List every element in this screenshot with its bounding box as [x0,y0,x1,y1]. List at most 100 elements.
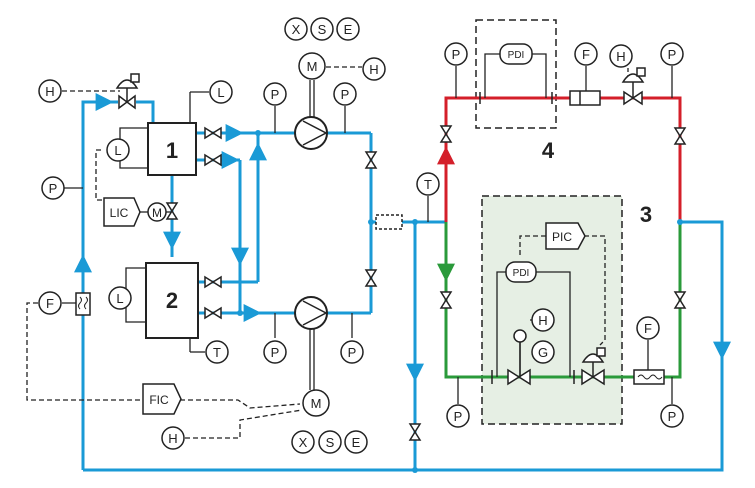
zone-4-label: 4 [542,138,555,163]
instr-p-red-left: P [444,42,468,66]
svg-text:P: P [341,87,350,102]
svg-text:L: L [114,143,121,158]
pdi-taps [479,92,575,384]
instr-p-pump2-right: P [340,340,364,364]
valve-green-left [439,291,453,309]
instr-f-left: F [38,291,62,315]
valve-actuators [115,67,646,377]
instr-s2: S [318,430,342,454]
instr-p-bottom-right: P [660,404,684,428]
valve-green-1 [507,368,531,386]
valve-v2-out1 [204,275,222,289]
instr-f-top: F [574,42,598,66]
svg-text:P: P [348,345,357,360]
instr-t-v2: T [205,340,229,364]
flow-element-red [569,90,601,106]
svg-text:F: F [644,321,652,336]
svg-text:P: P [668,409,677,424]
instr-s1: S [310,17,334,41]
instr-p-bottom-left: P [446,404,470,428]
green-valve-positioner [513,329,527,343]
instr-t-center: T [416,172,440,196]
svg-text:L: L [217,85,224,100]
signal-lines [26,53,673,439]
instr-l-v1-top: L [209,80,233,104]
svg-text:P: P [454,409,463,424]
svg-text:T: T [424,177,432,192]
svg-text:P: P [271,87,280,102]
svg-text:X: X [299,435,308,450]
instr-h-bottom: H [161,426,185,450]
svg-text:H: H [538,313,547,328]
valve-v2-out2 [204,306,222,320]
instr-x2: X [291,430,315,454]
instr-h-top-left: H [38,79,62,103]
instr-x1: X [284,17,308,41]
zone-3-label: 3 [640,202,652,227]
valve-pump2-right [364,269,378,287]
valve-v1-out2 [204,153,222,167]
instr-g-green: G [531,340,555,364]
instr-f-green: F [636,316,660,340]
pic-controller: PIC [545,222,586,250]
svg-text:PDI: PDI [513,268,530,279]
valve-lic [165,202,179,220]
svg-text:T: T [213,345,221,360]
valve-center-down [408,423,422,441]
instr-motor2: M [302,389,330,417]
svg-text:P: P [271,345,280,360]
vessel-2-label: 2 [166,288,178,313]
svg-text:E: E [344,22,353,37]
red-piping [437,96,682,222]
svg-text:P: P [49,181,58,196]
instr-e1: E [336,17,360,41]
svg-text:S: S [318,22,327,37]
svg-text:H: H [168,431,177,446]
vessel-1: 1 [147,122,197,176]
pump-2 [294,296,328,330]
vessel-2: 2 [145,262,199,339]
svg-text:S: S [326,435,335,450]
instr-p-pump1-right: P [333,82,357,106]
svg-text:F: F [582,47,590,62]
instr-e2: E [344,430,368,454]
svg-text:M: M [311,396,322,411]
instr-h-top-right: H [609,44,633,68]
instr-p-left: P [41,176,65,200]
valve-v1-out1 [204,126,222,140]
vessel-1-label: 1 [166,138,178,163]
lic-controller: LIC [103,197,141,227]
pdi-green-instrument: PDI [505,261,537,283]
zone-4-box [475,19,557,129]
svg-text:PIC: PIC [552,230,572,244]
svg-text:F: F [46,296,54,311]
valve-red-right [673,127,687,145]
fic-controller: FIC [142,383,182,415]
svg-text:P: P [668,47,677,62]
valve-pump1-right [364,151,378,169]
svg-text:L: L [116,291,123,306]
flow-element-green [633,369,665,385]
svg-text:G: G [538,345,548,360]
svg-text:H: H [369,62,378,77]
valve-green-right [673,291,687,309]
svg-text:X: X [292,22,301,37]
blue-arrows [74,93,731,382]
pdi-top-instrument: PDI [499,43,533,65]
svg-text:M: M [307,59,318,74]
svg-text:LIC: LIC [110,206,129,220]
instrument-circles: H L P L M F L T H P P M X S E H P P M X … [38,17,684,454]
svg-text:E: E [352,435,361,450]
svg-text:M: M [152,206,162,220]
instr-h-green: H [531,308,555,332]
valve-red-left [439,125,453,143]
instr-h-motor1: H [362,57,386,81]
instr-l-v1-left: L [106,138,130,162]
instr-p-top-right: P [660,42,684,66]
flow-element-left [75,292,91,316]
instr-p-pump1-left: P [263,82,287,106]
svg-text:H: H [616,49,625,64]
svg-text:H: H [45,84,54,99]
svg-text:P: P [452,47,461,62]
